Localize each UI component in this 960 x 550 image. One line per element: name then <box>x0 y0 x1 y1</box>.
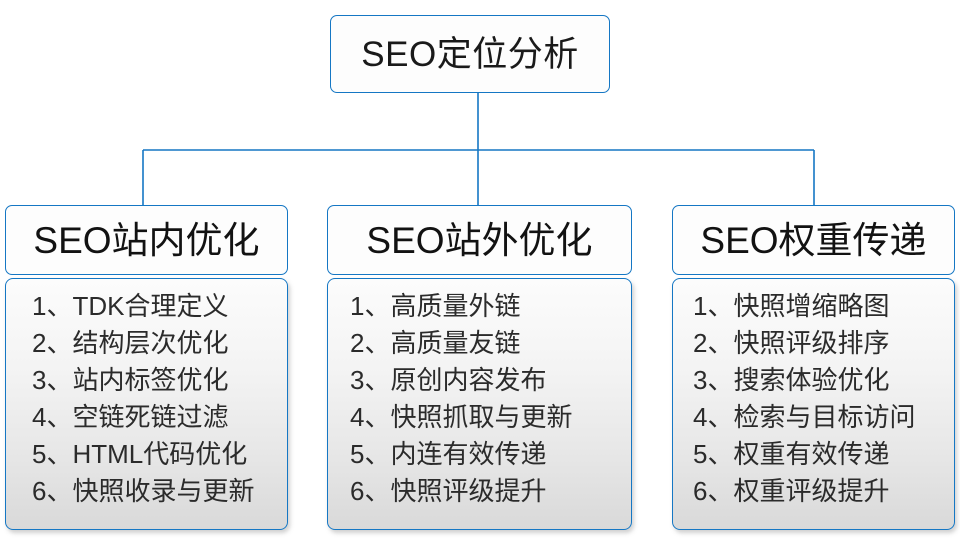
branch-list-onsite: 1、TDK合理定义 2、结构层次优化 3、站内标签优化 4、空链死链过滤 5、H… <box>5 278 288 530</box>
branch-header-onsite[interactable]: SEO站内优化 <box>5 205 288 275</box>
list-item: 2、结构层次优化 <box>32 328 229 358</box>
list-item: 3、原创内容发布 <box>350 365 547 395</box>
list-item: 2、高质量友链 <box>350 328 521 358</box>
list-item: 1、高质量外链 <box>350 291 521 321</box>
branch-header-label: SEO权重传递 <box>700 219 927 261</box>
list-item: 5、权重有效传递 <box>693 439 890 469</box>
branch-column-offsite: SEO站外优化 1、高质量外链 2、高质量友链 3、原创内容发布 4、快照抓取与… <box>327 205 632 530</box>
list-item: 6、快照收录与更新 <box>32 476 255 506</box>
list-item: 1、快照增缩略图 <box>693 291 890 321</box>
root-node-label: SEO定位分析 <box>361 34 579 74</box>
list-item: 1、TDK合理定义 <box>32 291 229 321</box>
list-item: 5、HTML代码优化 <box>32 439 248 469</box>
list-item: 3、搜索体验优化 <box>693 365 890 395</box>
branch-column-onsite: SEO站内优化 1、TDK合理定义 2、结构层次优化 3、站内标签优化 4、空链… <box>5 205 288 530</box>
branch-header-label: SEO站外优化 <box>366 219 593 261</box>
list-item: 3、站内标签优化 <box>32 365 229 395</box>
branch-header-weight-transfer[interactable]: SEO权重传递 <box>672 205 955 275</box>
list-item: 4、快照抓取与更新 <box>350 402 573 432</box>
list-item: 6、权重评级提升 <box>693 476 890 506</box>
branch-list-weight-transfer: 1、快照增缩略图 2、快照评级排序 3、搜索体验优化 4、检索与目标访问 5、权… <box>672 278 955 530</box>
list-item: 2、快照评级排序 <box>693 328 890 358</box>
root-node-seo-positioning-analysis[interactable]: SEO定位分析 <box>330 15 610 93</box>
list-item: 5、内连有效传递 <box>350 439 547 469</box>
branch-header-offsite[interactable]: SEO站外优化 <box>327 205 632 275</box>
branch-header-label: SEO站内优化 <box>33 219 260 261</box>
list-item: 4、空链死链过滤 <box>32 402 229 432</box>
branch-column-weight-transfer: SEO权重传递 1、快照增缩略图 2、快照评级排序 3、搜索体验优化 4、检索与… <box>672 205 955 530</box>
list-item: 4、检索与目标访问 <box>693 402 916 432</box>
list-item: 6、快照评级提升 <box>350 476 547 506</box>
branch-list-offsite: 1、高质量外链 2、高质量友链 3、原创内容发布 4、快照抓取与更新 5、内连有… <box>327 278 632 530</box>
